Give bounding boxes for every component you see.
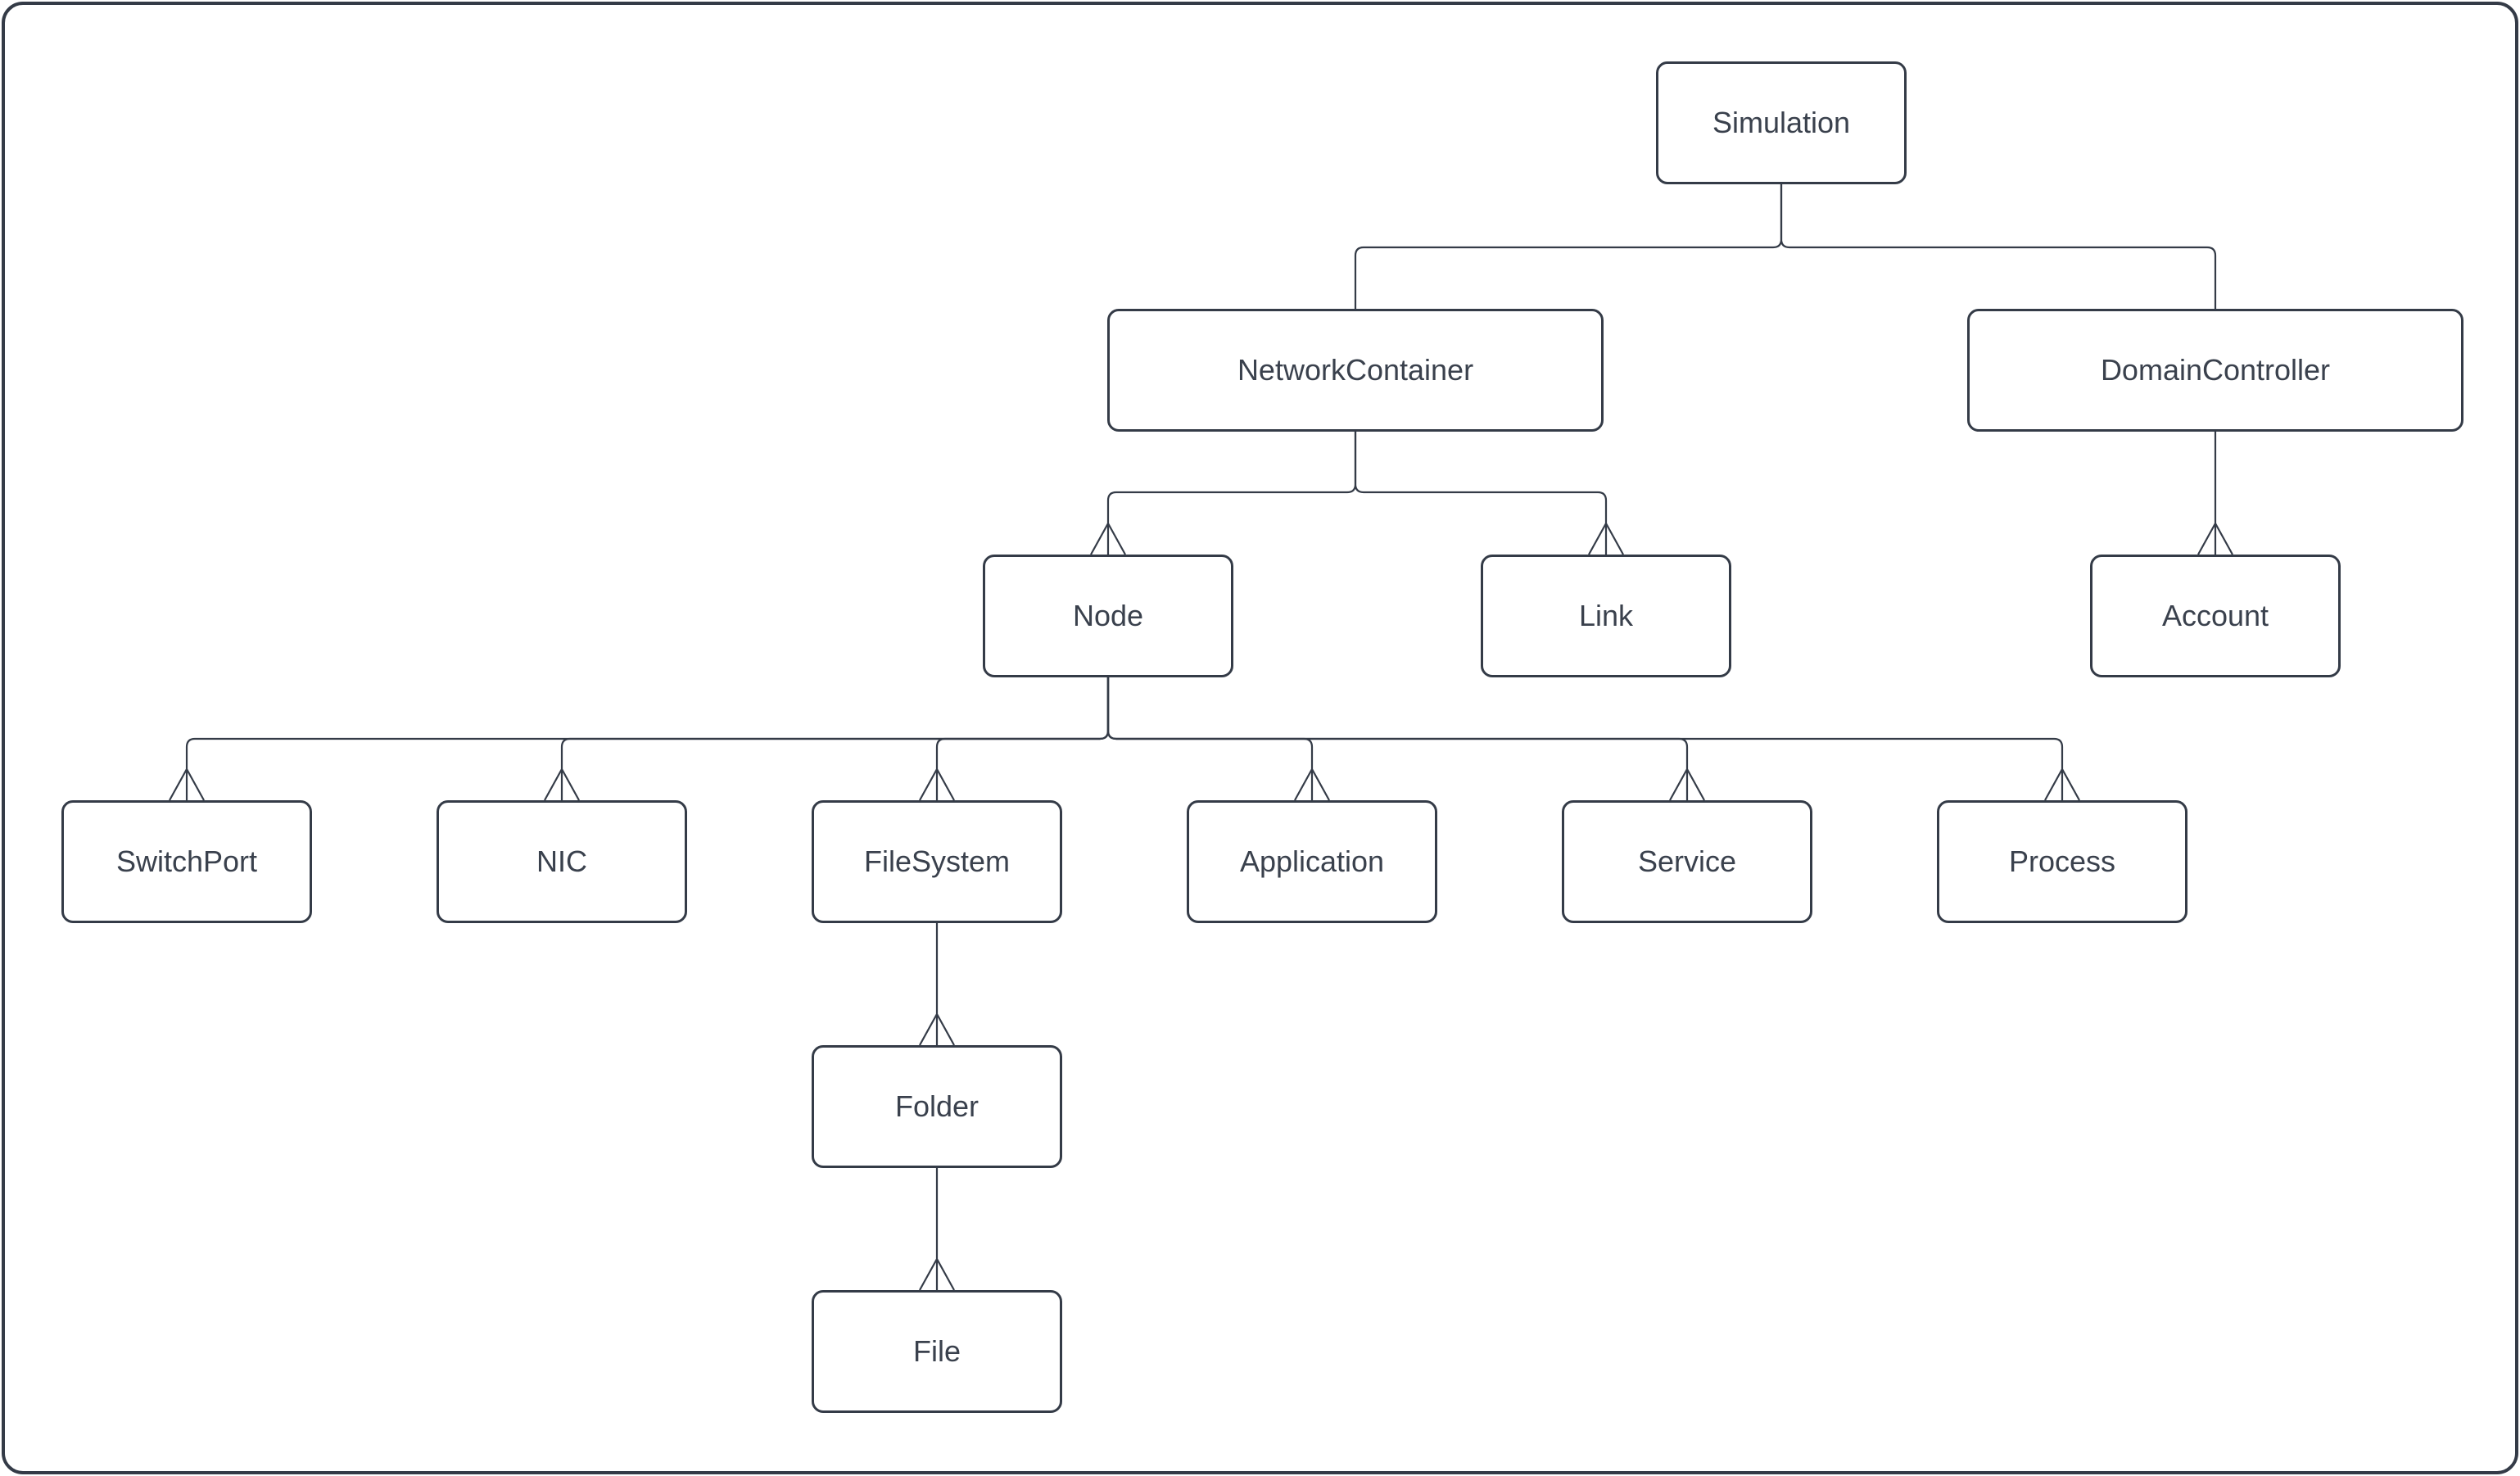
- node-label: NIC: [536, 844, 587, 879]
- node-application[interactable]: Application: [1187, 800, 1437, 923]
- node-label: DomainController: [2100, 353, 2331, 387]
- node-label: Link: [1578, 599, 1634, 633]
- node-label: NetworkContainer: [1237, 353, 1474, 387]
- node-node[interactable]: Node: [983, 555, 1233, 677]
- node-file[interactable]: File: [812, 1290, 1062, 1413]
- node-nic[interactable]: NIC: [437, 800, 687, 923]
- node-link[interactable]: Link: [1481, 555, 1731, 677]
- node-folder[interactable]: Folder: [812, 1045, 1062, 1168]
- node-file-system[interactable]: FileSystem: [812, 800, 1062, 923]
- node-label: Simulation: [1712, 106, 1851, 140]
- edge-filesystem-folder[interactable]: [919, 923, 955, 1046]
- node-label: FileSystem: [863, 844, 1011, 879]
- node-simulation[interactable]: Simulation: [1656, 61, 1907, 184]
- node-label: File: [912, 1334, 961, 1369]
- edge-simulation-networkcontainer[interactable]: [1354, 184, 1783, 309]
- node-network-container[interactable]: NetworkContainer: [1107, 309, 1604, 432]
- node-label: Application: [1239, 844, 1385, 879]
- edge-domaincontroller-account[interactable]: [2197, 432, 2233, 555]
- edge-node-process[interactable]: [1106, 677, 2080, 801]
- edge-simulation-domaincontroller[interactable]: [1780, 184, 2217, 309]
- node-process[interactable]: Process: [1937, 800, 2187, 923]
- node-label: Node: [1072, 599, 1144, 633]
- node-label: Folder: [894, 1089, 979, 1124]
- edge-networkcontainer-node[interactable]: [1090, 432, 1357, 555]
- node-label: Process: [2008, 844, 2116, 879]
- node-label: SwitchPort: [115, 844, 258, 879]
- edge-networkcontainer-link[interactable]: [1354, 432, 1624, 555]
- node-account[interactable]: Account: [2090, 555, 2341, 677]
- node-domain-controller[interactable]: DomainController: [1967, 309, 2463, 432]
- edge-folder-file[interactable]: [919, 1168, 955, 1291]
- node-label: Service: [1637, 844, 1737, 879]
- node-switch-port[interactable]: SwitchPort: [61, 800, 312, 923]
- node-service[interactable]: Service: [1562, 800, 1812, 923]
- node-label: Account: [2161, 599, 2269, 633]
- edge-node-filesystem[interactable]: [919, 677, 1110, 801]
